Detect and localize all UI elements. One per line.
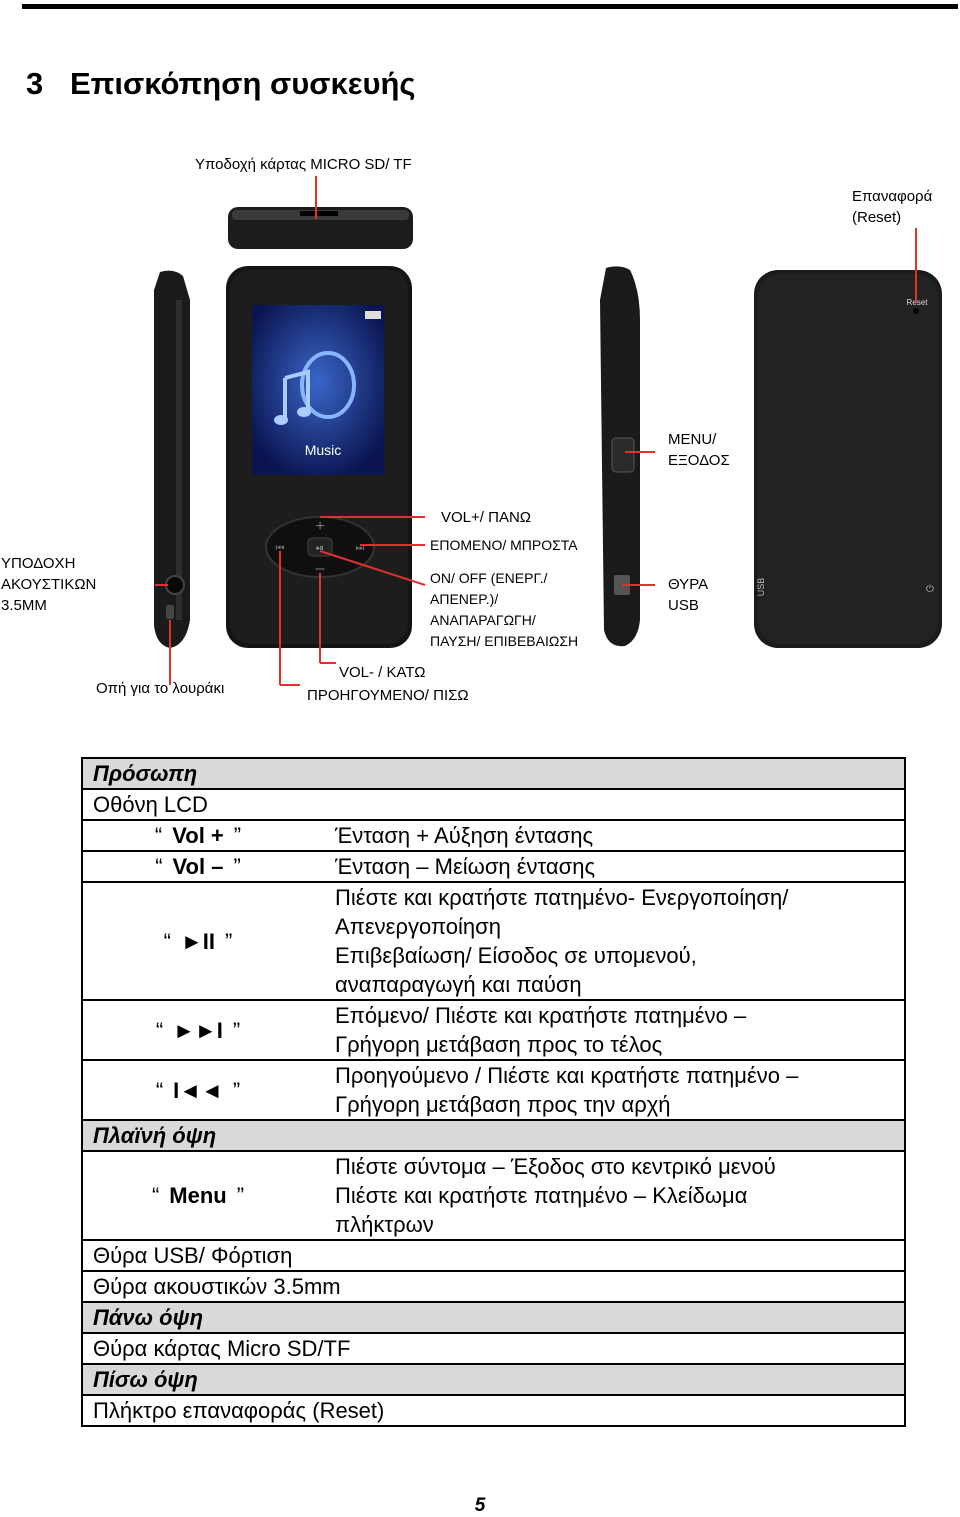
device-front-view [226,266,412,648]
screen-label: Music [305,442,342,458]
label-menu-2: ΕΞΟΔΟΣ [668,452,730,469]
key-play-pause: “►II” [163,928,233,954]
top-rule [22,4,958,9]
row-sd-port: Θύρα κάρτας Micro SD/TF [93,1336,351,1361]
table-section-back: Πίσω όψη [83,1365,904,1396]
key-table: Πρόσωπη Οθόνη LCD “Vol +” Ένταση + Αύξησ… [81,757,906,1427]
desc-vol-plus: Ένταση + Αύξηση έντασης [335,823,594,848]
volume-up-icon: + [315,518,324,535]
row-lcd: Οθόνη LCD [93,792,208,817]
key-prev: “I◄◄” [155,1077,241,1103]
row-jack-port: Θύρα ακουστικών 3.5mm [93,1274,341,1299]
label-strap: Οπή για το λουράκι [96,680,225,697]
label-usb-1: ΘΥΡΑ [668,576,709,593]
table-row: “Vol –” Ένταση – Μείωση έντασης [83,852,904,883]
back-reset-label: Reset [907,298,929,307]
label-onoff-3: ΑΝΑΠΑΡΑΓΩΓΗ/ [430,612,536,628]
label-next: ΕΠΟΜΕΝΟ/ ΜΠΡΟΣΤΑ [430,537,578,553]
table-row: Πλήκτρο επαναφοράς (Reset) [83,1396,904,1425]
desc-prev: Προηγούμενο / Πιέστε και κρατήστε πατημέ… [335,1063,799,1117]
page-number: 5 [474,1495,486,1516]
table-section-side: Πλαϊνή όψη [83,1121,904,1152]
label-usb-2: USB [668,597,699,614]
section-number: 3 [26,66,44,101]
key-next: “►►I” [155,1017,241,1043]
table-section-top: Πάνω όψη [83,1303,904,1334]
key-vol-plus: “Vol +” [154,823,242,848]
table-row: “I◄◄” Προηγούμενο / Πιέστε και κρατήστε … [83,1061,904,1121]
desc-next: Επόμενο/ Πιέστε και κρατήστε πατημένο – … [335,1003,747,1057]
device-illustrations: Music Reset USB ⏻ + – ⏮ ⏭ ⏯ [154,176,942,686]
label-jack-3: 3.5MM [1,597,47,614]
section-top: Πάνω όψη [93,1305,204,1330]
desc-vol-minus: Ένταση – Μείωση έντασης [335,854,596,879]
table-row: Θύρα USB/ Φόρτιση [83,1241,904,1272]
label-reset-2: (Reset) [852,209,902,226]
table-row: Θύρα κάρτας Micro SD/TF [83,1334,904,1365]
table-section-front: Πρόσωπη [83,759,904,790]
section-front: Πρόσωπη [93,761,198,786]
device-back-view [754,270,942,648]
play-pause-icon: ⏯ [316,543,324,554]
key-menu: “Menu” [151,1183,245,1208]
table-row: Θύρα ακουστικών 3.5mm [83,1272,904,1303]
key-vol-minus: “Vol –” [155,854,241,879]
table-row: “Menu” Πιέστε σύντομα – Έξοδος στο κεντρ… [83,1152,904,1241]
device-top-view [228,207,413,249]
section-heading: 3 Επισκόπηση συσκευής [26,66,416,102]
label-prev: ΠΡΟΗΓΟΥΜΕΝΟ/ ΠΙΣΩ [307,687,469,704]
table-row: Οθόνη LCD [83,790,904,821]
next-icon: ⏭ [356,543,365,554]
label-onoff-2: ΑΠΕΝΕΡ.)/ [430,591,499,607]
back-usb-label: USB [756,578,766,597]
desc-play-pause: Πιέστε και κρατήστε πατημένο- Ενεργοποίη… [335,885,789,997]
section-title: Επισκόπηση συσκευής [70,66,416,101]
desc-menu: Πιέστε σύντομα – Έξοδος στο κεντρικό μεν… [335,1154,776,1237]
label-menu-1: MENU/ [668,431,717,448]
previous-icon: ⏮ [276,543,285,554]
label-onoff-4: ΠΑΥΣΗ/ ΕΠΙΒΕΒΑΙΩΣΗ [430,633,579,649]
label-jack-1: ΥΠΟΔΟΧΗ [1,555,76,572]
label-onoff-1: ON/ OFF (ΕΝΕΡΓ./ [430,570,548,586]
table-row: “Vol +” Ένταση + Αύξηση έντασης [83,821,904,852]
table-row: “►►I” Επόμενο/ Πιέστε και κρατήστε πατημ… [83,1001,904,1061]
power-icon: ⏻ [926,584,934,595]
section-side: Πλαϊνή όψη [93,1123,217,1148]
row-reset-key: Πλήκτρο επαναφοράς (Reset) [93,1398,385,1423]
section-back: Πίσω όψη [93,1367,198,1392]
row-usb-port: Θύρα USB/ Φόρτιση [93,1243,293,1268]
volume-down-icon: – [316,560,325,577]
table-row: “►II” Πιέστε και κρατήστε πατημένο- Ενερ… [83,883,904,1001]
device-left-side [154,270,190,648]
label-vol-up: VOL+/ ΠΑΝΩ [441,509,531,526]
label-jack-2: ΑΚΟΥΣΤΙΚΩΝ [1,576,97,593]
device-right-side [600,266,640,647]
label-vol-down: VOL- / ΚΑΤΩ [339,664,426,681]
label-reset-1: Επαναφορά [852,188,933,205]
callout-lines [155,176,917,686]
label-sd-slot: Υποδοχή κάρτας MICRO SD/ TF [195,156,412,173]
